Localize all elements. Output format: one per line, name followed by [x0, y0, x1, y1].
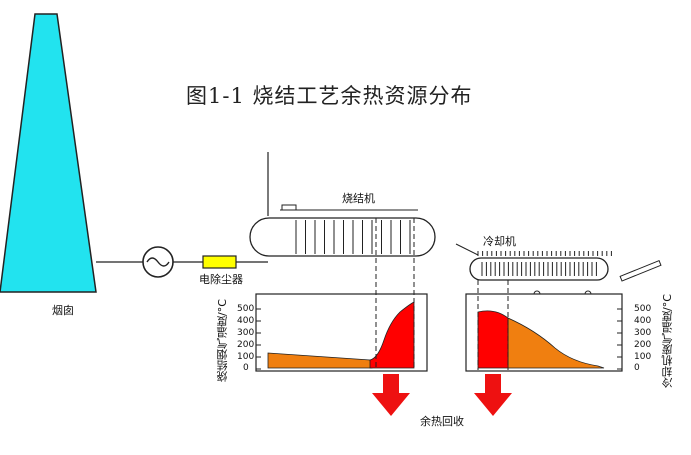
cooler-tick: 400: [634, 316, 652, 326]
dust-collector-shape: [202, 255, 237, 269]
cooler-axis-ticks: [617, 308, 622, 370]
heat-recovery-arrow-right: [474, 374, 512, 416]
sinter-tick: 0: [243, 363, 249, 373]
cooler-tick: 500: [634, 304, 652, 314]
heat-recovery-arrow-left: [372, 374, 410, 416]
cooler-tick: 200: [634, 340, 652, 350]
cooler-pointer: [455, 243, 479, 256]
sinter-machine-body: [249, 217, 436, 257]
cooler-temp-high-area: [477, 310, 509, 369]
figure-title: 图1-1 烧结工艺余热资源分布: [186, 84, 473, 108]
sinter-tick: 500: [237, 304, 255, 314]
dust-collector-label: 电除尘器: [199, 273, 243, 286]
sinter-hopper: [281, 204, 297, 211]
cooler-tick: 300: [634, 328, 652, 338]
heat-recovery-label: 余热回收: [420, 415, 464, 428]
chimney-shape: [0, 13, 97, 293]
sinter-tick: 300: [237, 328, 255, 338]
cooler-fins: [477, 251, 612, 256]
sinter-axis-ticks: [256, 308, 261, 370]
cooler-temp-axis-label: 冷却机废气温度/°C: [661, 294, 674, 388]
cooler-label: 冷却机: [483, 235, 516, 248]
chimney-label: 烟囱: [52, 304, 74, 317]
sinter-temp-axis-label: 烧结烟气温度/°C: [216, 299, 229, 382]
cooler-temp-low-area: [507, 317, 605, 369]
fan-wave: [146, 257, 170, 267]
cooler-tick: 100: [634, 352, 652, 362]
cooler-slats: [481, 262, 597, 276]
sinter-tick: 100: [237, 352, 255, 362]
sinter-tick: 200: [237, 340, 255, 350]
sinter-machine-label: 烧结机: [342, 192, 375, 205]
sinter-tick: 400: [237, 316, 255, 326]
cooler-discharge: [619, 259, 662, 282]
sinter-windboxes: [295, 220, 411, 254]
cooler-tick: 0: [634, 363, 640, 373]
sinter-temp-high-area: [369, 301, 415, 369]
